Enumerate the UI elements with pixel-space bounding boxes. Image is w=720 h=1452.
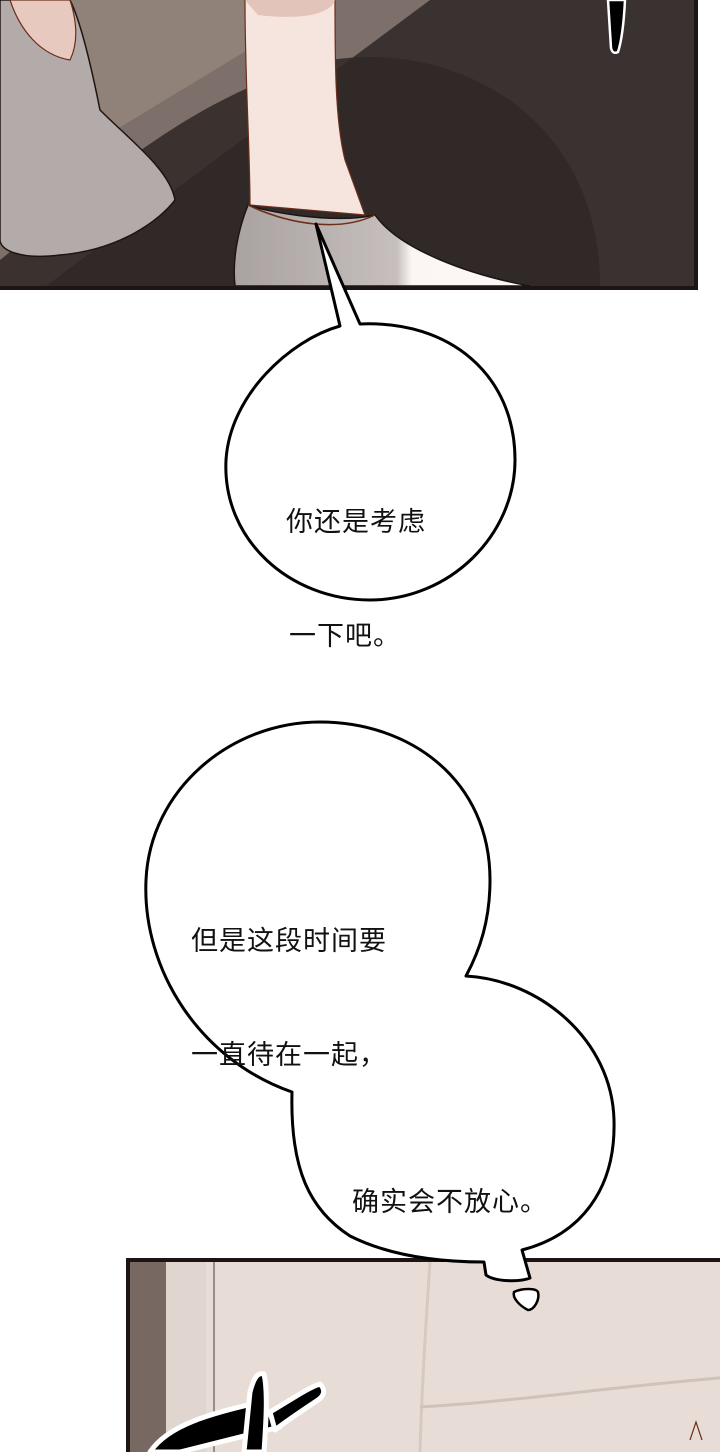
- comic-panel-feet: [0, 0, 698, 290]
- wall-illustration: [130, 1262, 720, 1452]
- bubble-line: 确实会不放心。: [352, 1187, 548, 1218]
- comic-panel-wall: [126, 1258, 720, 1452]
- bubble-line: 你还是考虑: [286, 507, 426, 538]
- speech-bubble-1-text: 你还是考虑 一下吧。: [286, 428, 426, 694]
- bubble-line: 一直待在一起，: [191, 1040, 387, 1071]
- speech-bubble-3-text: 确实会不放心。: [352, 1108, 548, 1260]
- feet-illustration: [0, 0, 694, 286]
- speech-bubble-2-text: 但是这段时间要 一直待在一起，: [191, 847, 387, 1113]
- bubble-line: 但是这段时间要: [191, 926, 387, 957]
- bubble-line: 一下吧。: [289, 621, 401, 652]
